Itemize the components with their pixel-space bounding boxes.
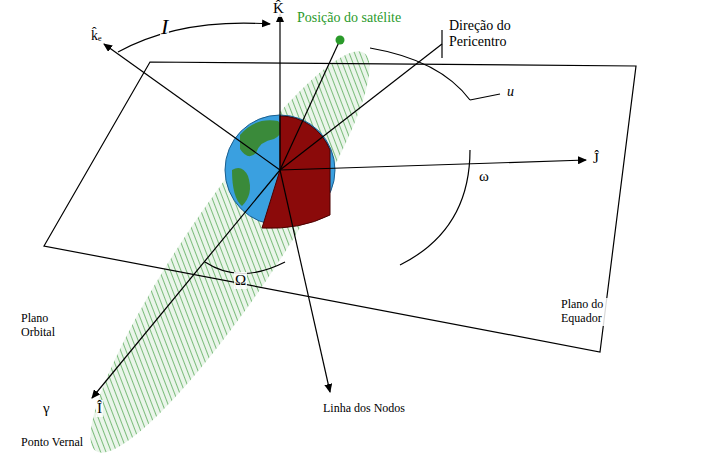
nodes-line-label: Linha dos Nodos bbox=[322, 402, 406, 416]
vernal-symbol: γ bbox=[42, 400, 51, 417]
plane-label: Plano do Equador bbox=[560, 298, 632, 326]
satellite-dot bbox=[336, 36, 345, 45]
angle-label: ω bbox=[478, 168, 490, 185]
vernal-label: Ponto Vernal bbox=[20, 436, 84, 450]
axis-label: K̂ bbox=[272, 0, 285, 17]
axes bbox=[92, 14, 586, 398]
equatorial-plane bbox=[44, 62, 636, 352]
axis-label: Î bbox=[96, 400, 103, 417]
pericenter-label: Direção do Pericentro bbox=[448, 18, 540, 50]
satellite-label: Posição do satélite bbox=[296, 10, 402, 26]
axis-label: k̂ₑ bbox=[90, 28, 103, 44]
plane-label: Plano Orbital bbox=[20, 312, 82, 340]
axis-label: Ĵ bbox=[592, 150, 600, 167]
orbital-plane bbox=[58, 27, 403, 461]
angle-label: Ω bbox=[234, 272, 247, 289]
angle-label: u bbox=[506, 84, 515, 100]
angle-label: I bbox=[160, 14, 169, 39]
